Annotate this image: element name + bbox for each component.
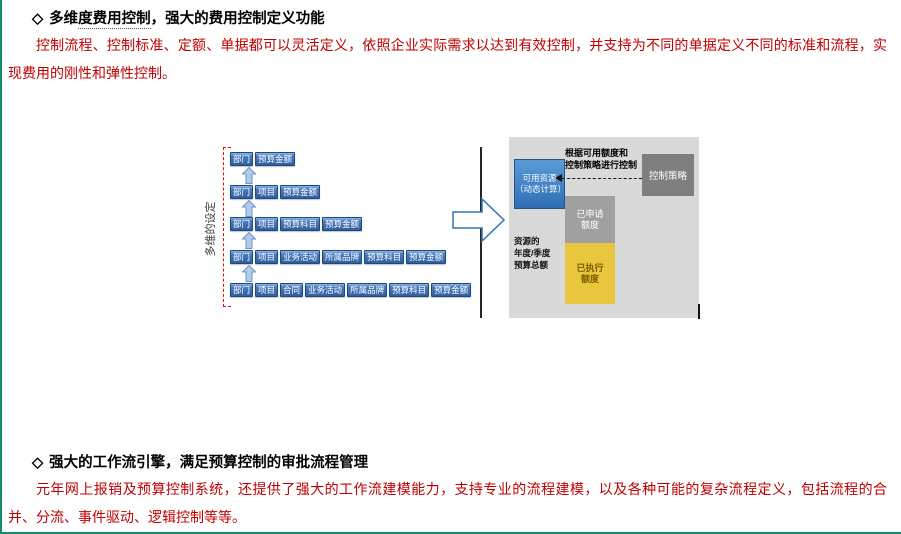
resource-total-line2: 年度/季度 xyxy=(514,248,551,258)
executed-quota-line1: 已执行 xyxy=(576,262,604,273)
control-note: 根据可用额度和 控制策略进行控制 xyxy=(565,148,655,171)
dashed-red-bracket xyxy=(223,147,231,307)
dimension-cell: 预算科目 xyxy=(364,250,405,264)
heading2-text: 强大的工作流引擎，满足预算控制的审批流程管理 xyxy=(49,455,369,471)
dimension-cell: 项目 xyxy=(255,250,279,264)
dimension-cell: 部门 xyxy=(230,185,254,199)
up-arrow-icon xyxy=(242,167,256,184)
dimension-cell: 预算科目 xyxy=(280,217,321,231)
right-block-arrow-icon xyxy=(452,197,506,243)
heading1-part1: 多维 xyxy=(49,11,79,27)
diamond-bullet: ◇ xyxy=(32,455,44,471)
multi-dimension-vertical-label: 多维的设定 xyxy=(205,201,217,257)
dimension-cell: 部门 xyxy=(230,217,254,231)
dimension-cell: 预算金额 xyxy=(255,152,296,166)
applied-quota-box: 已申请 额度 xyxy=(565,196,615,243)
dashed-arrow xyxy=(555,174,642,182)
up-arrow-icon xyxy=(242,200,256,217)
dimension-cell: 部门 xyxy=(230,250,254,264)
control-note-line1: 根据可用额度和 xyxy=(565,148,629,158)
dimension-row: 部门 项目 预算金额 xyxy=(230,185,321,199)
dimension-cell: 预算科目 xyxy=(389,283,430,297)
resource-total-label: 资源的 年度/季度 预算总额 xyxy=(514,235,564,271)
section2-paragraph: 元年网上报销及预算控制系统，还提供了强大的工作流建模能力，支持专业的流程建模，以… xyxy=(8,483,887,526)
dimension-row: 部门 项目 合同 业务活动 所属品牌 预算科目 预算金额 xyxy=(230,283,472,297)
dimension-row: 部门 预算金额 xyxy=(230,152,296,166)
dimension-row: 部门 项目 业务活动 所属品牌 预算科目 预算金额 xyxy=(230,250,447,264)
control-panel: 可用资源 （动态计算） 根据可用额度和 控制策略进行控制 控制策略 已申请 额度… xyxy=(509,137,700,319)
dimension-cell: 部门 xyxy=(230,283,254,297)
available-resource-box: 可用资源 （动态计算） xyxy=(514,159,567,209)
dimension-row: 部门 项目 预算科目 预算金额 xyxy=(230,217,363,231)
section1-heading: ◇ 多维度费用控制，强大的费用控制定义功能 xyxy=(32,7,325,29)
heading1-part2: ，强大的费用控制定义功能 xyxy=(150,11,325,27)
control-note-line2: 控制策略进行控制 xyxy=(565,159,638,170)
applied-quota-line2: 额度 xyxy=(580,219,599,230)
dimension-cell: 合同 xyxy=(280,283,304,297)
resource-total-line1: 资源的 xyxy=(514,236,540,246)
dimension-cell: 预算金额 xyxy=(431,283,472,297)
dimension-cell: 业务活动 xyxy=(280,250,321,264)
dimension-cell: 预算金额 xyxy=(322,217,363,231)
dimension-cell: 项目 xyxy=(255,283,279,297)
up-arrow-icon xyxy=(242,232,256,249)
dimension-cell: 项目 xyxy=(255,217,279,231)
executed-quota-line2: 额度 xyxy=(580,273,599,284)
resource-total-line3: 预算总额 xyxy=(514,260,549,270)
applied-quota-line1: 已申请 xyxy=(576,208,604,219)
control-strategy-box: 控制策略 xyxy=(642,154,694,196)
dimension-cell: 所属品牌 xyxy=(347,283,388,297)
dimension-cell: 预算金额 xyxy=(280,185,321,199)
diamond-bullet: ◇ xyxy=(32,11,44,27)
dimension-cell: 所属品牌 xyxy=(322,250,363,264)
vertical-divider-line xyxy=(480,147,482,318)
cursor-tick xyxy=(698,304,700,319)
executed-quota-box: 已执行 额度 xyxy=(565,243,615,304)
section1-paragraph: 控制流程、控制标准、定额、单据都可以灵活定义，依照企业实际需求以达到有效控制，并… xyxy=(8,39,887,82)
dimension-cell: 预算金额 xyxy=(406,250,447,264)
dimension-cell: 项目 xyxy=(255,185,279,199)
dimension-cell: 部门 xyxy=(230,152,254,166)
section2-heading: ◇ 强大的工作流引擎，满足预算控制的审批流程管理 xyxy=(32,451,368,472)
available-resource-line2: （动态计算） xyxy=(515,184,567,194)
up-arrow-icon xyxy=(242,265,256,282)
dimension-cell: 业务活动 xyxy=(305,283,346,297)
heading1-underlined-part: 度费用控制 xyxy=(78,11,151,29)
available-resource-line1: 可用资源 xyxy=(522,173,557,183)
